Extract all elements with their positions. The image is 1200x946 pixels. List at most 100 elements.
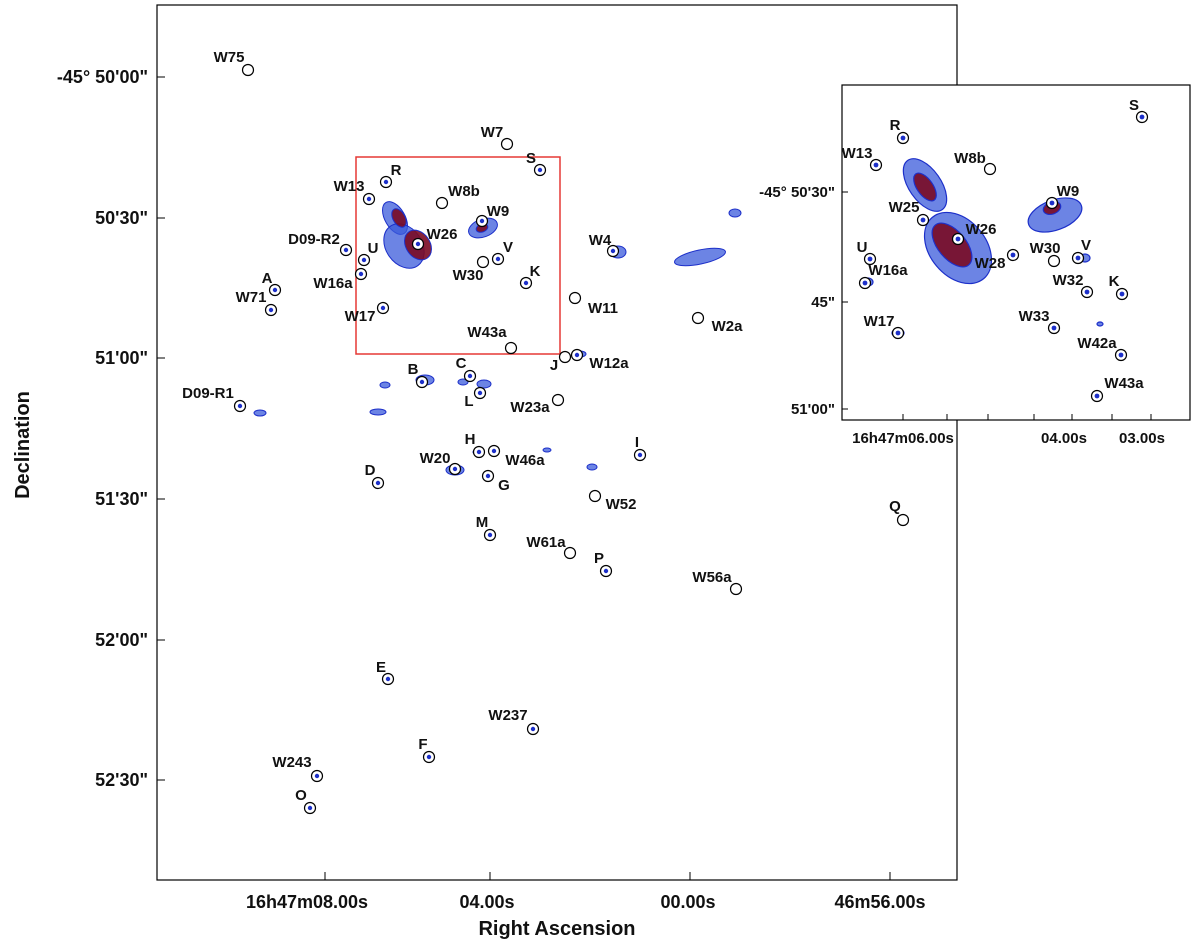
source-dot-p [603, 568, 609, 574]
inset-label-s: S [1129, 97, 1139, 114]
source-label-w61a: W61a [526, 534, 566, 551]
source-label-v: V [503, 239, 513, 256]
source-label-a: A [262, 270, 273, 287]
main-x-tick-0: 16h47m08.00s [246, 892, 368, 912]
inset-label-w8b: W8b [954, 150, 986, 167]
source-dot-a [272, 287, 278, 293]
source-label-u: U [368, 240, 379, 257]
emission-contour-8 [728, 208, 742, 218]
source-marker-w7 [500, 137, 514, 151]
source-label-d09-r2: D09-R2 [288, 231, 340, 248]
inset-label-r: R [890, 117, 901, 134]
source-dot-w9 [479, 218, 485, 224]
source-marker-w75 [241, 63, 255, 77]
source-dot-c [467, 373, 473, 379]
inset-x-tick-2: 03.00s [1119, 430, 1165, 447]
source-dot-u [361, 257, 367, 263]
source-marker-w30 [476, 255, 490, 269]
main-y-tick-4: 52'00" [95, 630, 148, 650]
source-dot-v [495, 256, 501, 262]
inset-dot-v [1075, 255, 1081, 261]
source-label-k: K [530, 263, 541, 280]
inset-label-w42a: W42a [1077, 335, 1117, 352]
source-label-d: D [365, 462, 376, 479]
source-label-w56a: W56a [692, 569, 732, 586]
source-label-m: M [476, 514, 489, 531]
source-dot-f [426, 754, 432, 760]
source-dot-w46a [491, 448, 497, 454]
source-label-f: F [418, 736, 427, 753]
inset-label-u: U [857, 239, 868, 256]
emission-contour-14 [586, 463, 598, 471]
inset-marker-w30 [1047, 254, 1061, 268]
inset-label-w9: W9 [1057, 183, 1080, 200]
source-dot-e [385, 676, 391, 682]
source-marker-w8b [435, 196, 449, 210]
source-marker-w43a [504, 341, 518, 355]
source-label-w30: W30 [453, 267, 484, 284]
source-label-w46a: W46a [505, 452, 545, 469]
main-y-tick-5: 52'30" [95, 770, 148, 790]
source-label-g: G [498, 477, 510, 494]
source-dot-k [523, 280, 529, 286]
source-dot-w20 [452, 466, 458, 472]
emission-contour-15 [369, 408, 387, 416]
source-dot-l [477, 390, 483, 396]
main-y-tick-1: 50'30" [95, 208, 148, 228]
inset-label-w33: W33 [1019, 308, 1050, 325]
source-label-w7: W7 [481, 124, 504, 141]
source-dot-w16a [358, 271, 364, 277]
inset-emission-contour-2 [913, 172, 937, 202]
inset-label-w43a: W43a [1104, 375, 1144, 392]
source-label-j: J [550, 357, 558, 374]
source-label-w12a: W12a [589, 355, 629, 372]
source-label-h: H [465, 431, 476, 448]
source-label-w9: W9 [487, 203, 510, 220]
inset-label-w32: W32 [1053, 272, 1084, 289]
inset-label-w26: W26 [966, 221, 997, 238]
inset-dot-w25 [920, 217, 926, 223]
source-dot-w4 [610, 248, 616, 254]
source-label-p: P [594, 550, 604, 567]
source-label-w2a: W2a [712, 318, 744, 335]
inset-dot-w28 [1010, 252, 1016, 258]
source-label-w8b: W8b [448, 183, 480, 200]
main-x-tick-1: 04.00s [459, 892, 514, 912]
inset-label-w13: W13 [842, 145, 873, 162]
source-dot-b [419, 379, 425, 385]
emission-contour-10 [457, 378, 469, 386]
source-dot-d09-r1 [237, 403, 243, 409]
inset-label-w25: W25 [889, 199, 920, 216]
source-label-w23a: W23a [510, 399, 550, 416]
emission-contour-11 [476, 379, 492, 389]
source-label-w52: W52 [606, 496, 637, 513]
inset-emission-contour-10 [1096, 321, 1104, 327]
inset-dot-w33 [1051, 325, 1057, 331]
inset-label-k: K [1109, 273, 1120, 290]
source-label-w20: W20 [420, 450, 451, 467]
source-dot-s [537, 167, 543, 173]
inset-dot-w13 [873, 162, 879, 168]
inset-dot-w17 [895, 330, 901, 336]
main-x-tick-3: 46m56.00s [834, 892, 925, 912]
source-marker-w61a [563, 546, 577, 560]
source-dot-w71 [268, 307, 274, 313]
source-dot-w26 [415, 241, 421, 247]
source-dot-d09-r2 [343, 247, 349, 253]
source-dot-m [487, 532, 493, 538]
source-label-w13: W13 [334, 178, 365, 195]
source-label-w43a: W43a [467, 324, 507, 341]
inset-label-v: V [1081, 237, 1091, 254]
source-dot-i [637, 452, 643, 458]
inset-y-tick-1: 45" [811, 294, 835, 311]
main-y-tick-2: 51'00" [95, 348, 148, 368]
source-marker-w11 [568, 291, 582, 305]
source-marker-w52 [588, 489, 602, 503]
main-y-tick-3: 51'30" [95, 489, 148, 509]
source-dot-w12a [574, 352, 580, 358]
inset-region-box [355, 156, 561, 355]
source-dot-o [307, 805, 313, 811]
